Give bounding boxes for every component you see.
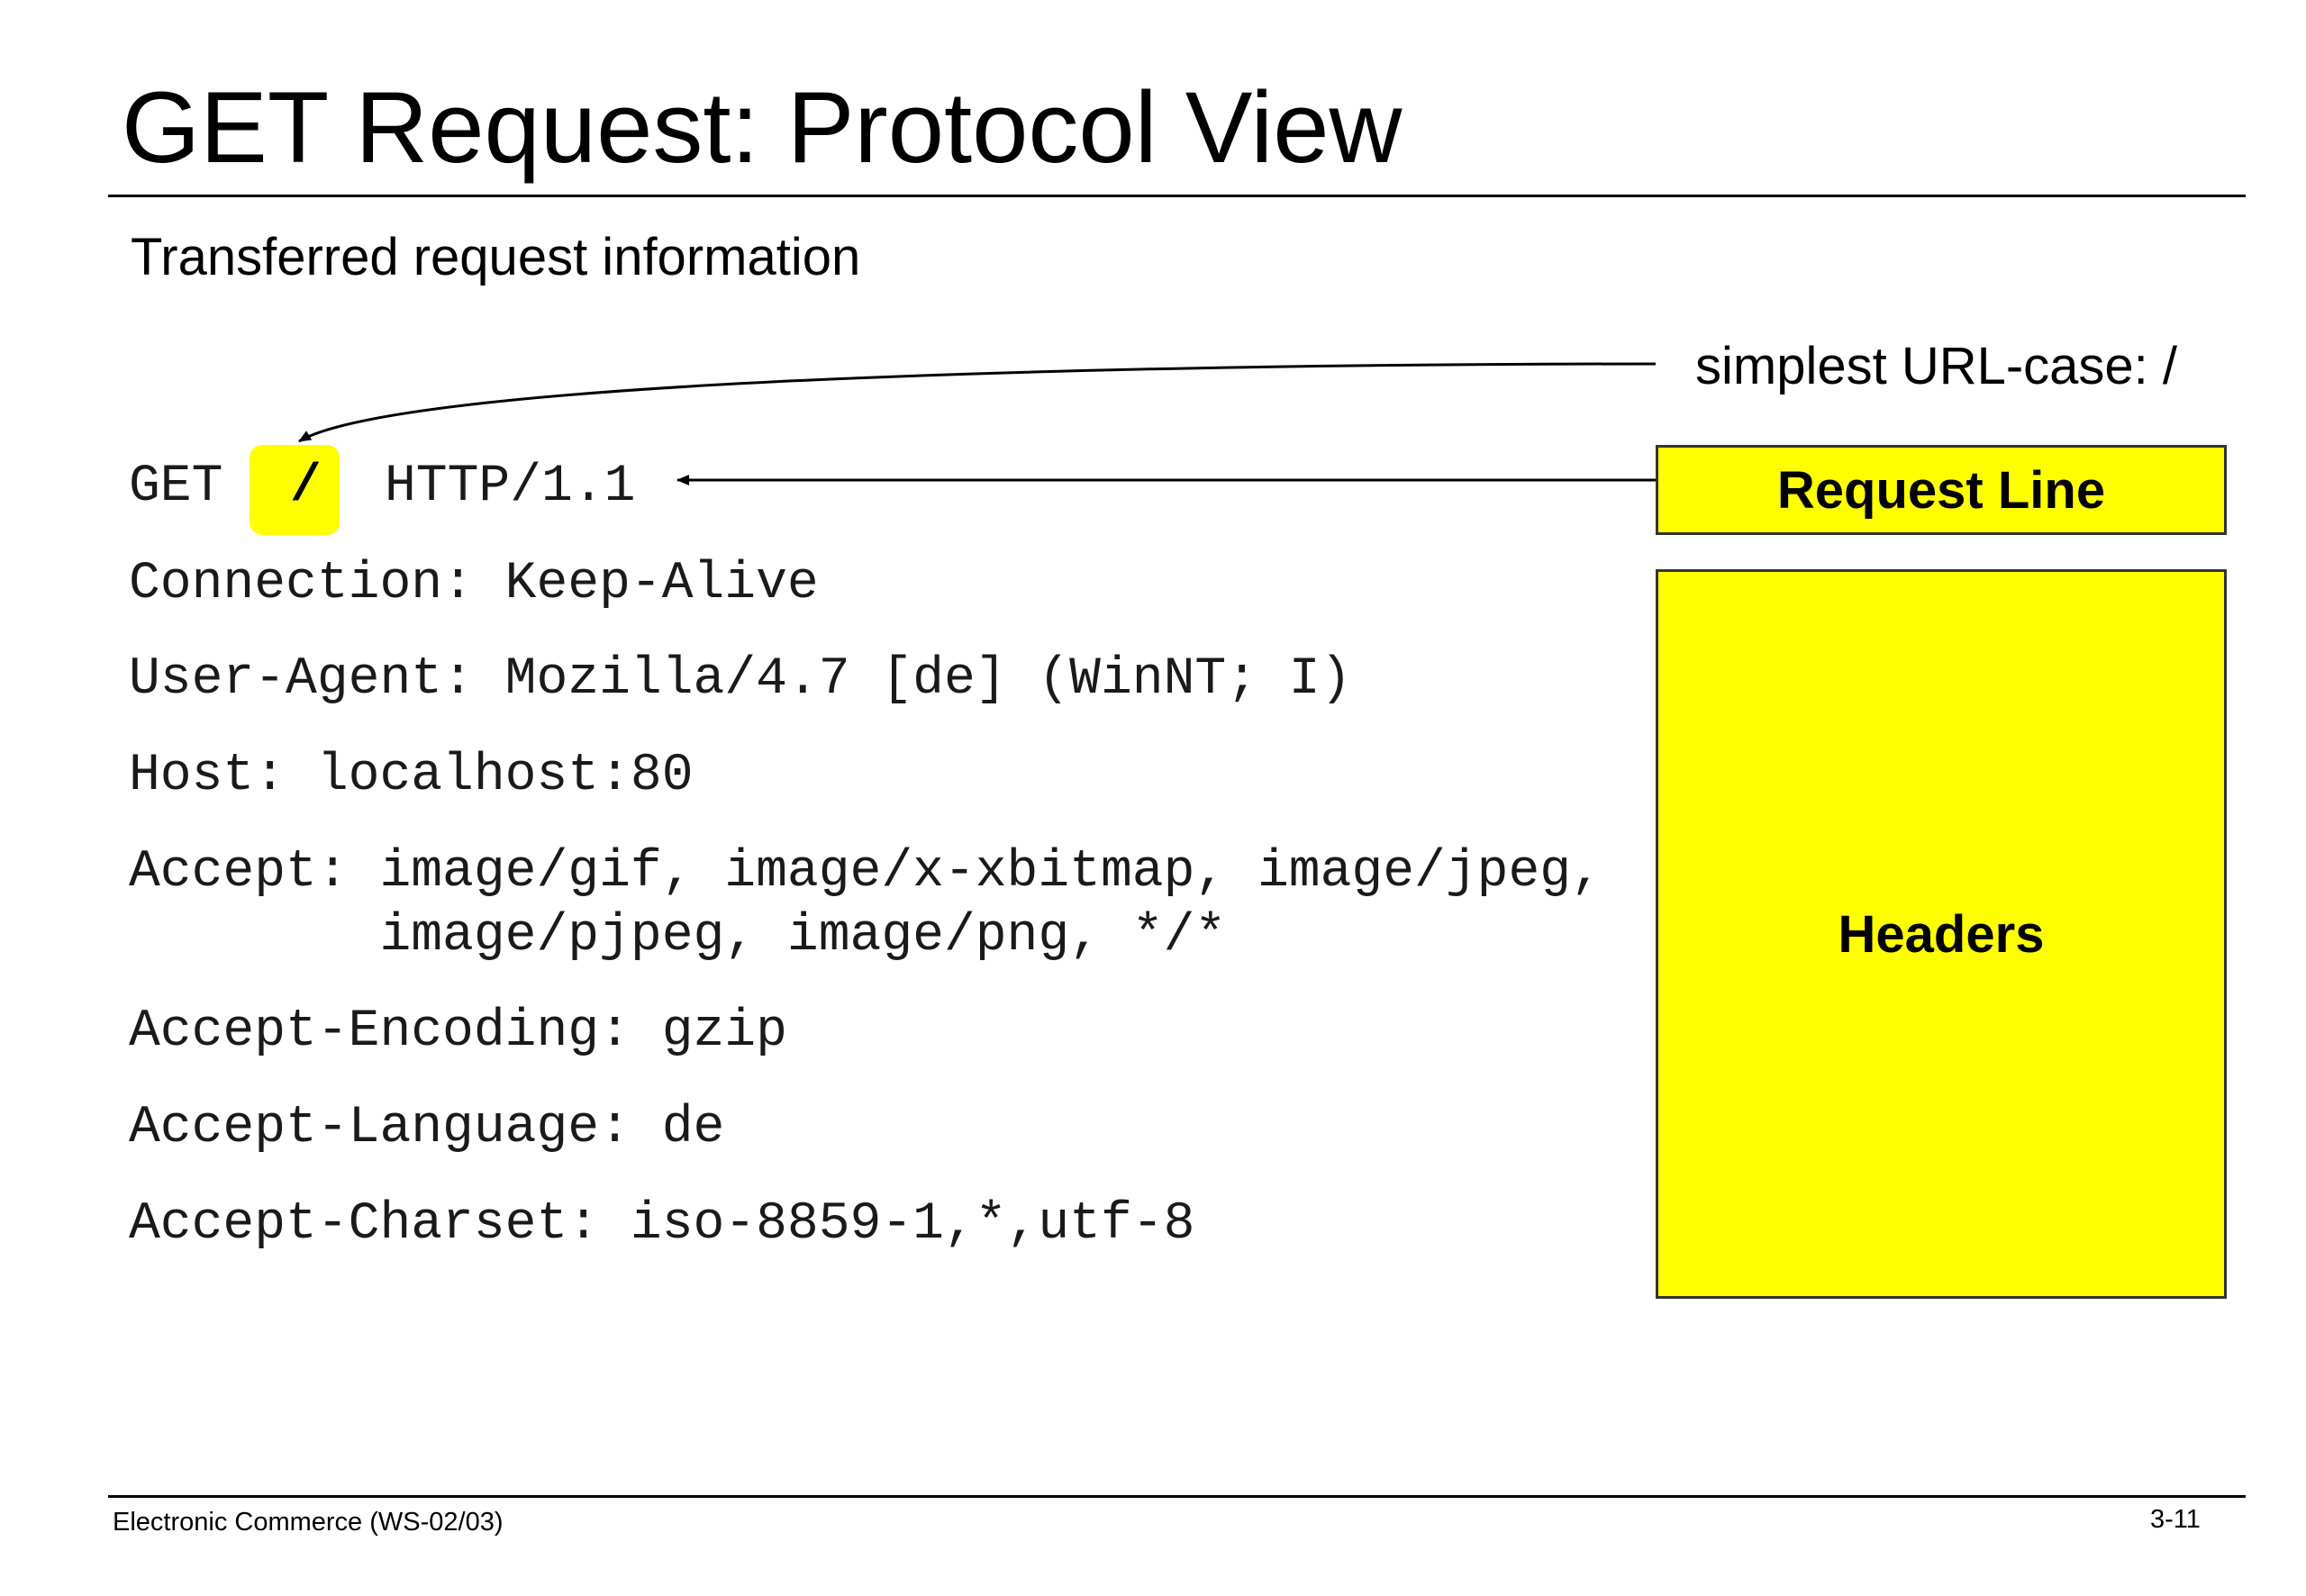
header-line: Host: localhost:80 — [129, 747, 694, 805]
request-line-label-box: Request Line — [1656, 445, 2227, 535]
footer-page-number: 3-11 — [2150, 1505, 2201, 1534]
url-callout-arrow — [298, 362, 1657, 443]
url-callout-text: simplest URL-case: / — [1695, 337, 2178, 395]
header-line: Accept: image/gif, image/x-xbitmap, imag… — [129, 843, 1602, 902]
footer-divider — [108, 1495, 2246, 1498]
footer-course: Electronic Commerce (WS-02/03) — [113, 1508, 504, 1537]
request-line-label: Request Line — [1776, 460, 2106, 520]
request-method: GET — [129, 458, 223, 516]
slide-subtitle: Transferred request information — [131, 228, 861, 286]
path-highlight — [250, 445, 340, 535]
header-line: Connection: Keep-Alive — [129, 555, 819, 613]
slide-title: GET Request: Protocol View — [122, 71, 1403, 184]
title-divider — [108, 195, 2246, 197]
request-path: / — [290, 458, 322, 516]
headers-label-box: Headers — [1656, 569, 2227, 1299]
headers-label: Headers — [1838, 904, 2045, 964]
header-line: Accept-Encoding: gzip — [129, 1002, 787, 1061]
header-line: image/pjpeg, image/png, */* — [129, 907, 1227, 966]
header-line: Accept-Charset: iso-8859-1,*,utf-8 — [129, 1195, 1195, 1254]
request-version: HTTP/1.1 — [385, 458, 636, 516]
header-line: Accept-Language: de — [129, 1099, 725, 1157]
header-line: User-Agent: Mozilla/4.7 [de] (WinNT; I) — [129, 650, 1352, 709]
